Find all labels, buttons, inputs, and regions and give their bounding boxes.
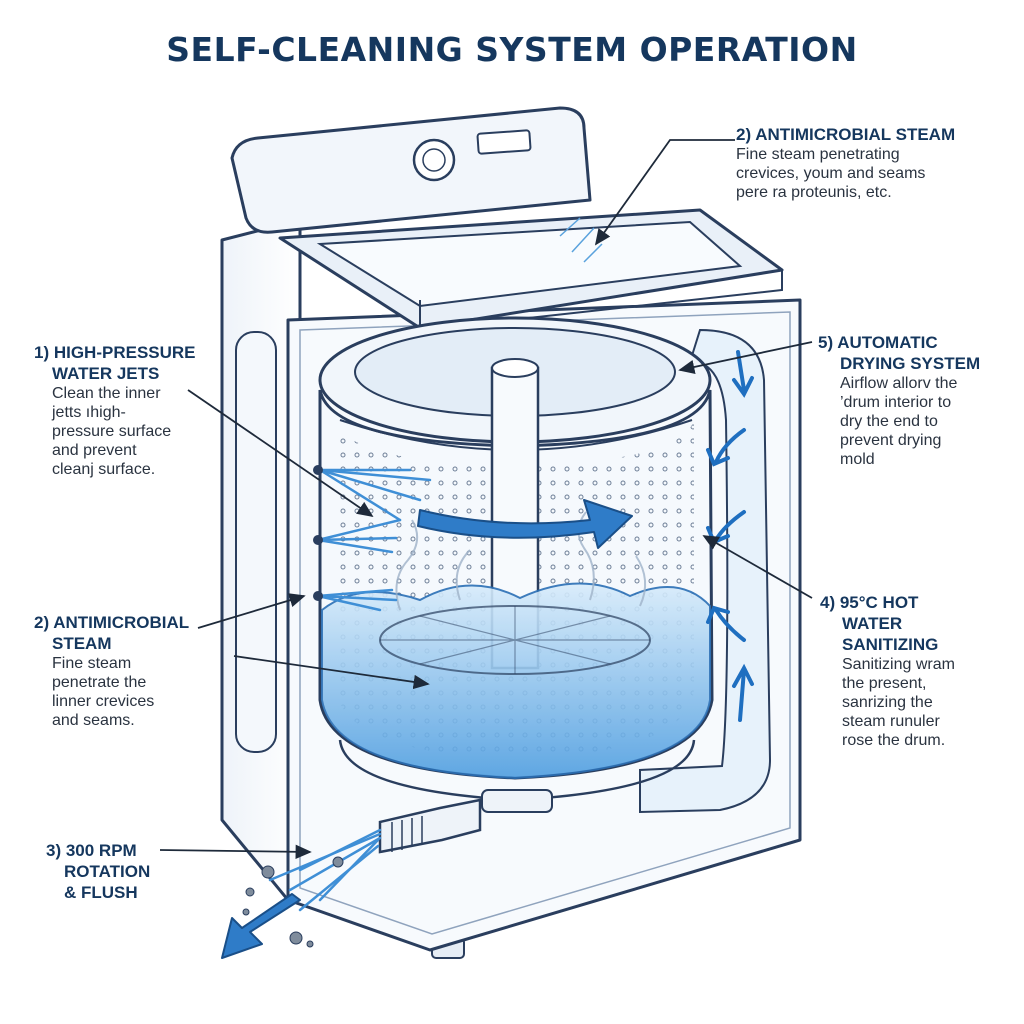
side-panel-window <box>235 331 277 753</box>
callout-antimicrobial-steam-top: 2) ANTIMICROBIAL STEAM Fine steam penetr… <box>736 124 955 202</box>
drain-hose <box>378 798 482 854</box>
callout-hot-water-sanitizing: 4) 95°C HOT WATER SANITIZING Sanitizing … <box>820 592 955 750</box>
callout-antimicrobial-steam-left: 2) ANTIMICROBIAL STEAM Fine steam penetr… <box>34 612 189 730</box>
display-screen <box>476 129 532 155</box>
callout-body: Fine steam penetrate the linner crevices… <box>52 655 155 729</box>
drain-flow-arrow <box>221 893 301 959</box>
callout-heading: 3) 300 RPM ROTATION & FLUSH <box>46 841 151 902</box>
callout-body: Sanitizing wram the present, sanrizing t… <box>842 656 955 749</box>
callout-heading: 2) ANTIMICROBIAL STEAM <box>34 613 190 653</box>
callout-body: Fine steam penetrating crevices, youm an… <box>736 146 926 201</box>
water-pool <box>321 582 711 780</box>
callout-body: Airflow allorv the ’drum interior to dry… <box>840 375 958 468</box>
callout-automatic-drying: 5) AUTOMATIC DRYING SYSTEM Airflow allor… <box>818 332 980 469</box>
control-panel <box>230 106 592 234</box>
callout-rotation-flush: 3) 300 RPM ROTATION & FLUSH <box>46 840 150 903</box>
callout-heading: 4) 95°C HOT WATER SANITIZING <box>820 593 939 654</box>
callout-heading: 2) ANTIMICROBIAL STEAM <box>736 125 956 144</box>
leader-lines <box>159 139 813 860</box>
airflow-arrows <box>706 350 754 722</box>
water-jets <box>316 468 432 612</box>
rotation-arrow <box>417 499 633 549</box>
drying-duct <box>639 328 772 814</box>
callout-heading: 1) HIGH-PRESSURE WATER JETS <box>34 343 196 383</box>
callout-heading: 5) AUTOMATIC DRYING SYSTEM <box>818 333 981 373</box>
callout-high-pressure-jets: 1) HIGH-PRESSURE WATER JETS Clean the in… <box>34 342 196 479</box>
callout-body: Clean the inner jetts ıhigh- pressure su… <box>52 385 172 478</box>
diagram-title: SELF-CLEANING SYSTEM OPERATION <box>166 30 858 69</box>
control-dial <box>412 138 456 182</box>
debris <box>242 856 344 948</box>
